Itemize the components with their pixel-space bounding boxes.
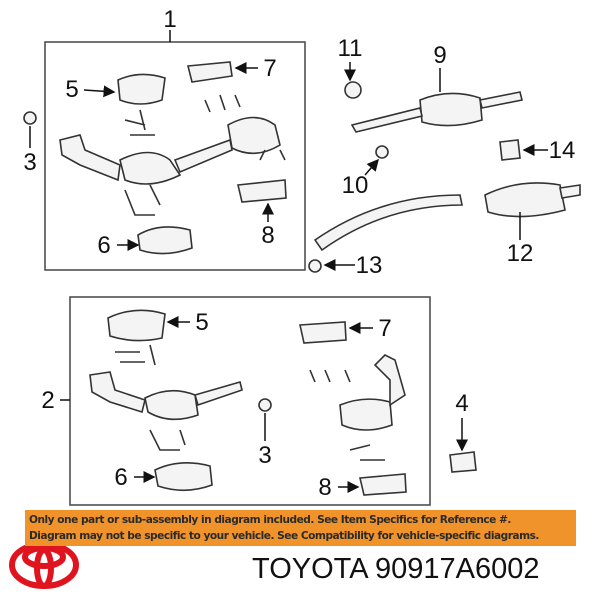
toyota-logo	[9, 541, 79, 589]
heat-shield-7-upper	[186, 61, 233, 83]
assembly-1-box	[44, 41, 306, 271]
nut-3-upper	[23, 111, 37, 125]
gasket-10	[375, 145, 389, 159]
heat-shield-5-lower	[107, 309, 166, 342]
part-title: TOYOTA 90917A6002	[252, 553, 540, 585]
callout-7-lower: 7	[378, 315, 391, 342]
hanger-4	[449, 451, 477, 473]
callout-5-upper: 5	[65, 76, 78, 103]
callout-3-upper: 3	[23, 149, 36, 176]
nut-13	[308, 259, 322, 273]
heat-shield-6-upper	[137, 226, 193, 255]
brackets-lower	[115, 344, 385, 461]
callout-8-upper: 8	[261, 222, 274, 249]
callout-8-lower: 8	[318, 474, 331, 501]
nut-3-lower	[258, 398, 272, 412]
tailpipe-12	[313, 182, 581, 252]
callout-7-upper: 7	[263, 55, 276, 82]
brackets-upper	[124, 94, 286, 216]
callout-4: 4	[455, 390, 468, 417]
callout-6-upper: 6	[97, 232, 110, 259]
disclaimer-banner: Only one part or sub-assembly in diagram…	[25, 510, 576, 546]
callout-10: 10	[342, 172, 369, 199]
disclaimer-line-2: Diagram may not be specific to your vehi…	[29, 530, 539, 542]
callout-3-lower: 3	[258, 442, 271, 469]
heat-shield-8-lower	[359, 473, 407, 496]
callout-14: 14	[549, 137, 576, 164]
muffler-9	[350, 91, 523, 133]
exhaust-manifold-upper	[59, 116, 281, 185]
callout-13: 13	[356, 252, 383, 279]
callout-9: 9	[433, 42, 446, 69]
heat-shield-5-upper	[117, 73, 166, 105]
exhaust-manifold-lower	[89, 354, 406, 431]
callout-6-lower: 6	[114, 464, 127, 491]
heat-shield-6-lower	[154, 462, 213, 492]
callout-5-lower: 5	[195, 309, 208, 336]
heat-shield-8-upper	[237, 179, 287, 203]
hanger-14	[499, 139, 521, 161]
heat-shield-7-lower	[299, 321, 347, 344]
hanger-11	[344, 81, 362, 99]
callout-1: 1	[163, 6, 176, 33]
disclaimer-line-1: Only one part or sub-assembly in diagram…	[29, 514, 511, 526]
assembly-2-box	[69, 296, 431, 506]
callout-11: 11	[338, 35, 363, 62]
callout-12: 12	[507, 240, 534, 267]
callout-2: 2	[41, 387, 54, 414]
